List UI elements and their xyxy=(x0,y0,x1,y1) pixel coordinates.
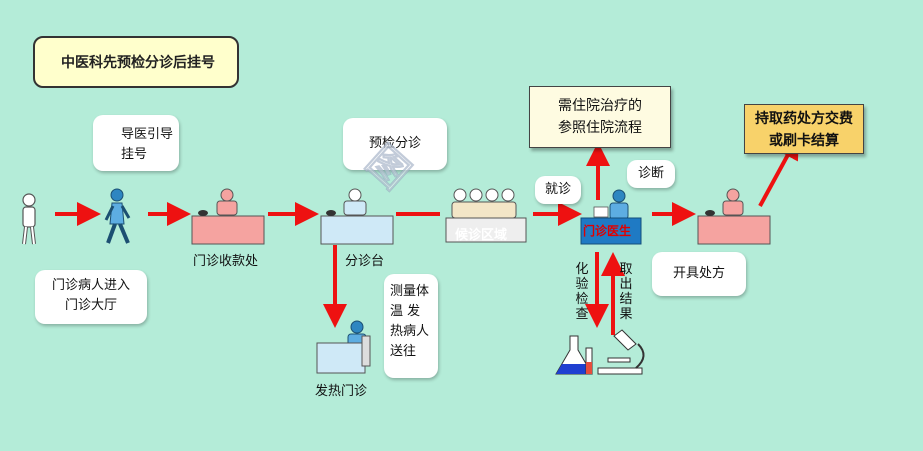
cashier-desk-icon xyxy=(697,188,771,245)
consult-bubble-text: 就诊 xyxy=(544,182,571,197)
fever-line-3: 热病人 xyxy=(390,324,430,339)
flask-icon xyxy=(555,335,593,375)
inpatient-box: 需住院治疗的 参照住院流程 xyxy=(529,86,671,148)
fever-line-4: 送往 xyxy=(390,344,417,359)
fever-line-2: 温 发 xyxy=(390,304,421,319)
entry-line-1: 门诊病人进入 xyxy=(51,278,130,293)
pay-line-1: 持取药处方交费 xyxy=(755,111,853,127)
triage-bubble-text: 预检分诊 xyxy=(368,136,421,151)
prescribe-bubble-text: 开具处方 xyxy=(672,266,725,281)
guide-bubble: 导医引导 挂号 xyxy=(93,115,179,171)
triage-desk-label: 分诊台 xyxy=(345,254,385,269)
waiting-area-label: 候诊区域 xyxy=(455,228,508,243)
title-box: 中医科先预检分诊后挂号 xyxy=(33,36,239,88)
inpatient-line-1: 需住院治疗的 xyxy=(558,98,642,114)
diagnose-bubble: 诊断 xyxy=(627,160,675,188)
fever-bubble: 测量体 温 发 热病人 送往 xyxy=(384,274,438,378)
register-desk-icon xyxy=(191,188,265,245)
doctor-label: 门诊医生 xyxy=(583,224,632,238)
entry-line-2: 门诊大厅 xyxy=(64,298,117,313)
lab-test-label: 化验检查 xyxy=(575,262,589,322)
diagnose-bubble-text: 诊断 xyxy=(637,166,664,181)
title-text: 中医科先预检分诊后挂号 xyxy=(61,55,215,71)
register-desk-label: 门诊收款处 xyxy=(193,254,259,269)
waiting-area-icon xyxy=(445,188,527,243)
doctor-desk-icon xyxy=(580,189,642,245)
fever-clinic-label: 发热门诊 xyxy=(315,384,368,399)
patient-entry-icon xyxy=(22,193,36,245)
fever-line-1: 测量体 xyxy=(390,284,430,299)
guide-line-2: 挂号 xyxy=(121,147,148,162)
pay-line-2: 或刷卡结算 xyxy=(769,133,839,149)
guide-walking-icon xyxy=(104,188,131,244)
entry-bubble: 门诊病人进入 门诊大厅 xyxy=(35,270,147,324)
consult-bubble: 就诊 xyxy=(535,176,581,204)
pay-box: 持取药处方交费 或刷卡结算 xyxy=(744,104,864,154)
inpatient-line-2: 参照住院流程 xyxy=(558,120,642,136)
fever-clinic-icon xyxy=(316,320,371,374)
get-results-label: 取出结果 xyxy=(619,262,633,322)
triage-desk-icon xyxy=(320,188,394,245)
prescribe-bubble: 开具处方 xyxy=(652,252,746,296)
microscope-icon xyxy=(597,329,645,375)
triage-bubble: 预检分诊 xyxy=(343,118,447,170)
guide-line-1: 导医引导 xyxy=(121,127,174,142)
